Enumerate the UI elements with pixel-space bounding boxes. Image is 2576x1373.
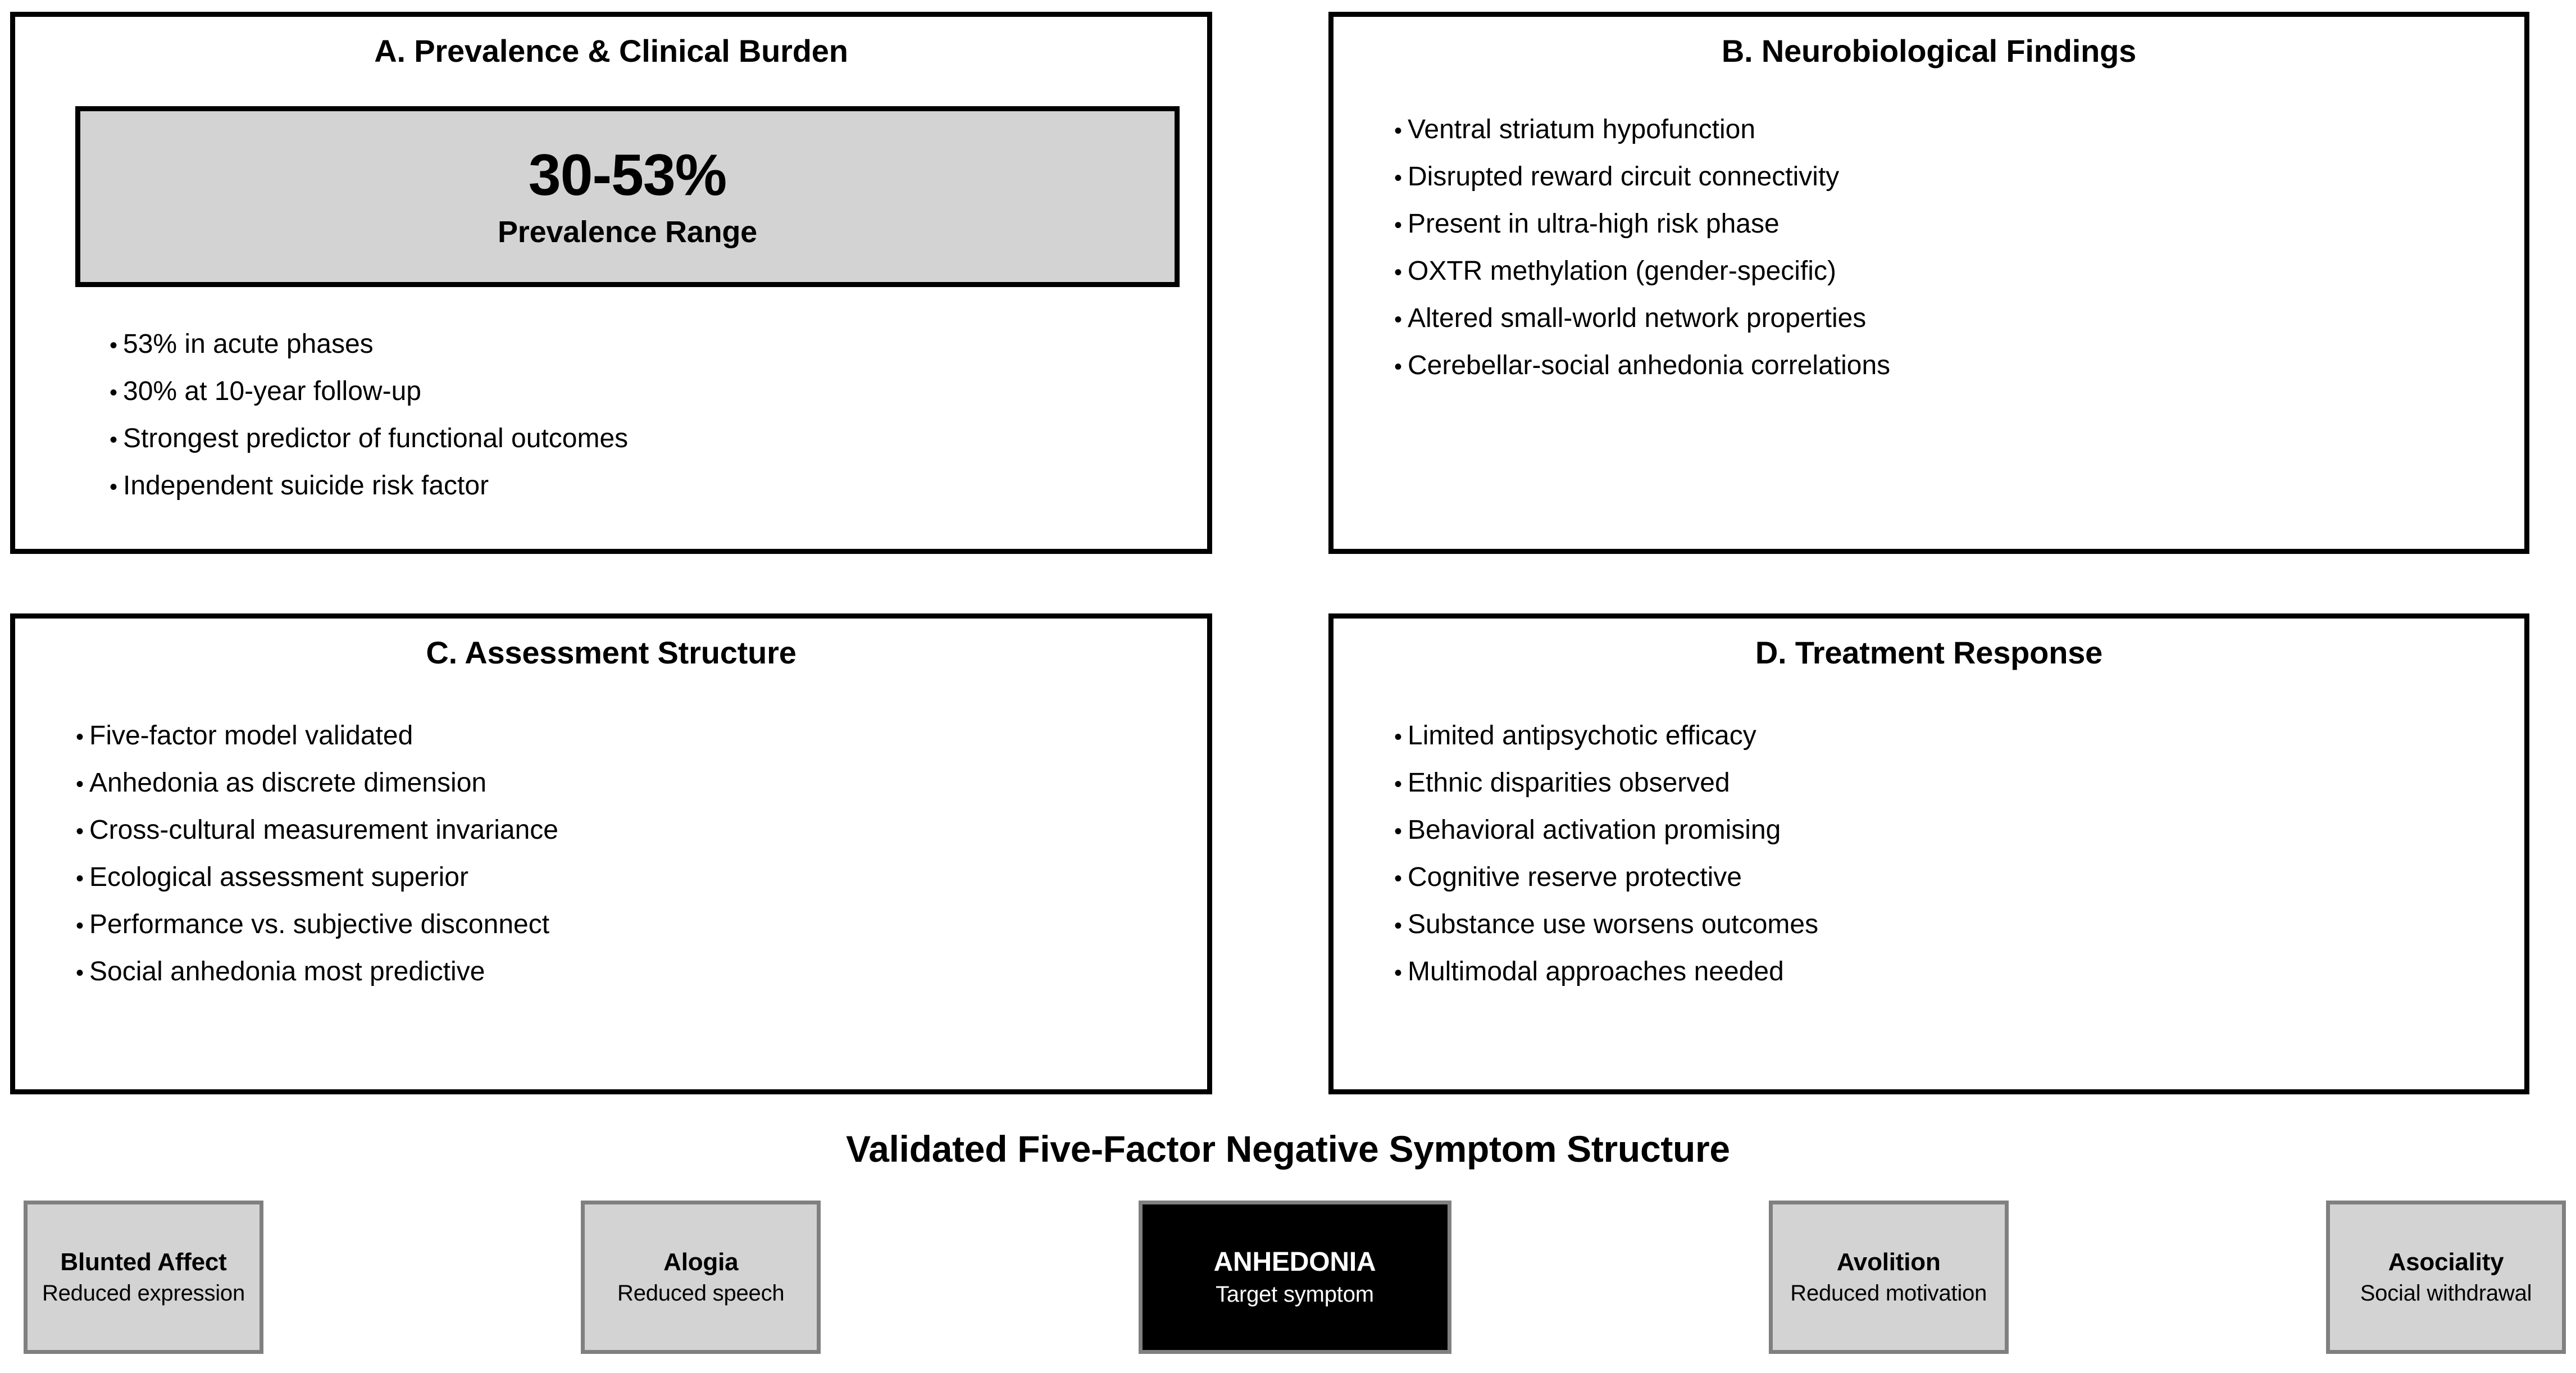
- factor-box-alogia: Alogia Reduced speech: [581, 1201, 821, 1354]
- bullet-icon: •: [1394, 307, 1403, 332]
- bullet-text: Cross-cultural measurement invariance: [89, 815, 558, 845]
- panel-d-title: D. Treatment Response: [1755, 635, 2103, 670]
- panel-b-bullet-list: •Ventral striatum hypofunction •Disrupte…: [1394, 107, 1890, 390]
- list-item: •Cross-cultural measurement invariance: [76, 807, 558, 854]
- list-item: •Performance vs. subjective disconnect: [76, 902, 558, 949]
- panel-b-title: B. Neurobiological Findings: [1721, 33, 2137, 69]
- bullet-icon: •: [1394, 913, 1403, 938]
- bullet-icon: •: [1394, 260, 1403, 285]
- list-item: •Multimodal approaches needed: [1394, 949, 1818, 996]
- list-item: •Behavioral activation promising: [1394, 807, 1818, 854]
- factor-box-blunted-affect: Blunted Affect Reduced expression: [24, 1201, 263, 1354]
- factor-box-anhedonia: ANHEDONIA Target symptom: [1138, 1201, 1451, 1354]
- factor-description: Reduced motivation: [1790, 1281, 1987, 1306]
- bullet-icon: •: [1394, 213, 1403, 238]
- factor-description: Reduced expression: [42, 1281, 245, 1306]
- list-item: •Five-factor model validated: [76, 713, 558, 760]
- bullet-icon: •: [1394, 819, 1403, 844]
- prevalence-stat-value: 30-53%: [528, 143, 727, 208]
- bullet-text: Anhedonia as discrete dimension: [89, 768, 487, 798]
- list-item: •Ecological assessment superior: [76, 854, 558, 902]
- panel-d-treatment-response: D. Treatment Response •Limited antipsych…: [1328, 613, 2529, 1094]
- bullet-text: Ventral striatum hypofunction: [1408, 115, 1756, 144]
- bullet-icon: •: [1394, 166, 1403, 190]
- list-item: •Independent suicide risk factor: [110, 463, 628, 510]
- panel-a-bullet-list: •53% in acute phases •30% at 10-year fol…: [110, 321, 628, 510]
- bullet-icon: •: [1394, 866, 1403, 891]
- bullet-text: Substance use worsens outcomes: [1408, 910, 1819, 939]
- bullet-icon: •: [1394, 725, 1403, 749]
- bullet-text: Cerebellar-social anhedonia correlations: [1408, 351, 1891, 380]
- bullet-icon: •: [1394, 354, 1403, 379]
- bullet-text: Present in ultra-high risk phase: [1408, 209, 1779, 239]
- list-item: •OXTR methylation (gender-specific): [1394, 248, 1890, 295]
- five-factor-box-row: Blunted Affect Reduced expression Alogia…: [24, 1201, 2566, 1354]
- list-item: •Cognitive reserve protective: [1394, 854, 1818, 902]
- panel-a-prevalence-clinical-burden: A. Prevalence & Clinical Burden 30-53% P…: [10, 12, 1212, 554]
- bullet-text: Multimodal approaches needed: [1408, 957, 1784, 986]
- bullet-text: 30% at 10-year follow-up: [123, 376, 421, 406]
- list-item: •Ventral striatum hypofunction: [1394, 107, 1890, 154]
- five-factor-structure-title: Validated Five-Factor Negative Symptom S…: [846, 1128, 1730, 1170]
- bullet-text: Strongest predictor of functional outcom…: [123, 424, 629, 453]
- factor-name: Avolition: [1836, 1248, 1941, 1276]
- list-item: •Ethnic disparities observed: [1394, 760, 1818, 807]
- bullet-icon: •: [110, 333, 118, 358]
- bullet-icon: •: [110, 380, 118, 405]
- factor-name: ANHEDONIA: [1213, 1247, 1376, 1277]
- bullet-text: Disrupted reward circuit connectivity: [1408, 162, 1840, 192]
- prevalence-stat-label: Prevalence Range: [497, 215, 758, 249]
- bullet-icon: •: [110, 428, 118, 452]
- bullet-icon: •: [76, 772, 84, 797]
- bullet-icon: •: [76, 913, 84, 938]
- factor-description: Social withdrawal: [2360, 1281, 2532, 1306]
- panel-b-neurobiological-findings: B. Neurobiological Findings •Ventral str…: [1328, 12, 2529, 554]
- list-item: •Limited antipsychotic efficacy: [1394, 713, 1818, 760]
- panel-c-bullet-list: •Five-factor model validated •Anhedonia …: [76, 713, 558, 996]
- bullet-text: Independent suicide risk factor: [123, 471, 489, 501]
- bullet-text: Limited antipsychotic efficacy: [1408, 721, 1756, 751]
- bullet-text: Ethnic disparities observed: [1408, 768, 1730, 798]
- list-item: •Cerebellar-social anhedonia correlation…: [1394, 343, 1890, 390]
- panel-c-assessment-structure: C. Assessment Structure •Five-factor mod…: [10, 613, 1212, 1094]
- list-item: •Present in ultra-high risk phase: [1394, 201, 1890, 248]
- bullet-icon: •: [76, 725, 84, 749]
- list-item: •53% in acute phases: [110, 321, 628, 369]
- bullet-text: 53% in acute phases: [123, 329, 374, 359]
- list-item: •Strongest predictor of functional outco…: [110, 416, 628, 463]
- bullet-text: Cognitive reserve protective: [1408, 862, 1742, 892]
- bullet-text: OXTR methylation (gender-specific): [1408, 256, 1836, 286]
- bullet-icon: •: [76, 961, 84, 985]
- bullet-icon: •: [1394, 961, 1403, 985]
- bullet-icon: •: [1394, 772, 1403, 797]
- factor-name: Alogia: [663, 1248, 739, 1276]
- list-item: •30% at 10-year follow-up: [110, 369, 628, 416]
- panel-d-bullet-list: •Limited antipsychotic efficacy •Ethnic …: [1394, 713, 1818, 996]
- list-item: •Social anhedonia most predictive: [76, 949, 558, 996]
- panel-a-title: A. Prevalence & Clinical Burden: [374, 33, 848, 69]
- bullet-icon: •: [76, 819, 84, 844]
- bullet-text: Ecological assessment superior: [89, 862, 468, 892]
- factor-box-asociality: Asociality Social withdrawal: [2326, 1201, 2566, 1354]
- list-item: •Substance use worsens outcomes: [1394, 902, 1818, 949]
- factor-name: Blunted Affect: [60, 1248, 227, 1276]
- factor-box-avolition: Avolition Reduced motivation: [1768, 1201, 2009, 1354]
- bullet-text: Social anhedonia most predictive: [89, 957, 485, 986]
- list-item: •Disrupted reward circuit connectivity: [1394, 154, 1890, 201]
- factor-description: Target symptom: [1216, 1282, 1374, 1307]
- bullet-text: Performance vs. subjective disconnect: [89, 910, 550, 939]
- bullet-icon: •: [110, 475, 118, 499]
- prevalence-stat-box: 30-53% Prevalence Range: [75, 106, 1180, 287]
- list-item: •Altered small-world network properties: [1394, 295, 1890, 343]
- bullet-text: Five-factor model validated: [89, 721, 413, 751]
- bullet-text: Behavioral activation promising: [1408, 815, 1781, 845]
- list-item: •Anhedonia as discrete dimension: [76, 760, 558, 807]
- factor-name: Asociality: [2388, 1248, 2504, 1276]
- panel-c-title: C. Assessment Structure: [426, 635, 797, 670]
- bullet-icon: •: [76, 866, 84, 891]
- bullet-text: Altered small-world network properties: [1408, 303, 1867, 333]
- bullet-icon: •: [1394, 119, 1403, 143]
- factor-description: Reduced speech: [617, 1281, 785, 1306]
